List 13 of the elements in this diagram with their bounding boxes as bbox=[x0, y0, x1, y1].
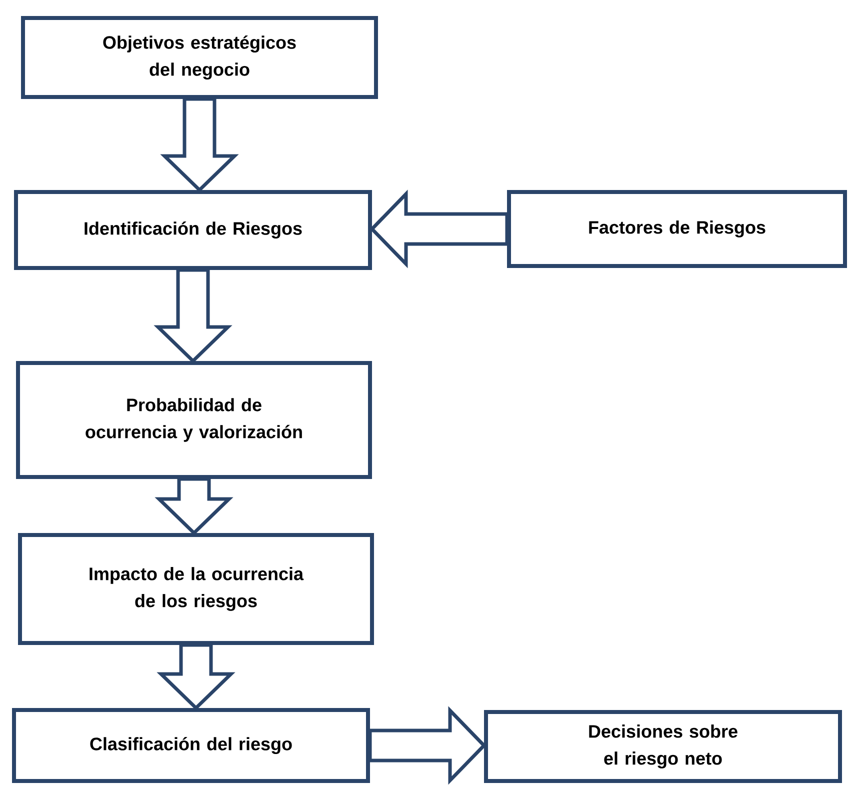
block-arrow bbox=[370, 190, 509, 268]
process-box: Identificación de Riesgos bbox=[14, 190, 372, 270]
block-arrow bbox=[156, 643, 236, 710]
process-box: Clasificación del riesgo bbox=[12, 708, 370, 783]
process-box: Objetivos estratégicos del negocio bbox=[21, 16, 378, 99]
process-box: Factores de Riesgos bbox=[507, 190, 847, 268]
process-box: Impacto de la ocurrencia de los riesgos bbox=[18, 533, 374, 645]
block-arrow bbox=[154, 268, 232, 364]
process-box: Probabilidad de ocurrencia y valorización bbox=[16, 360, 372, 479]
block-arrow bbox=[368, 706, 486, 785]
block-arrow bbox=[160, 97, 239, 192]
block-arrow bbox=[154, 477, 234, 536]
process-box: Decisiones sobre el riesgo neto bbox=[484, 710, 842, 783]
